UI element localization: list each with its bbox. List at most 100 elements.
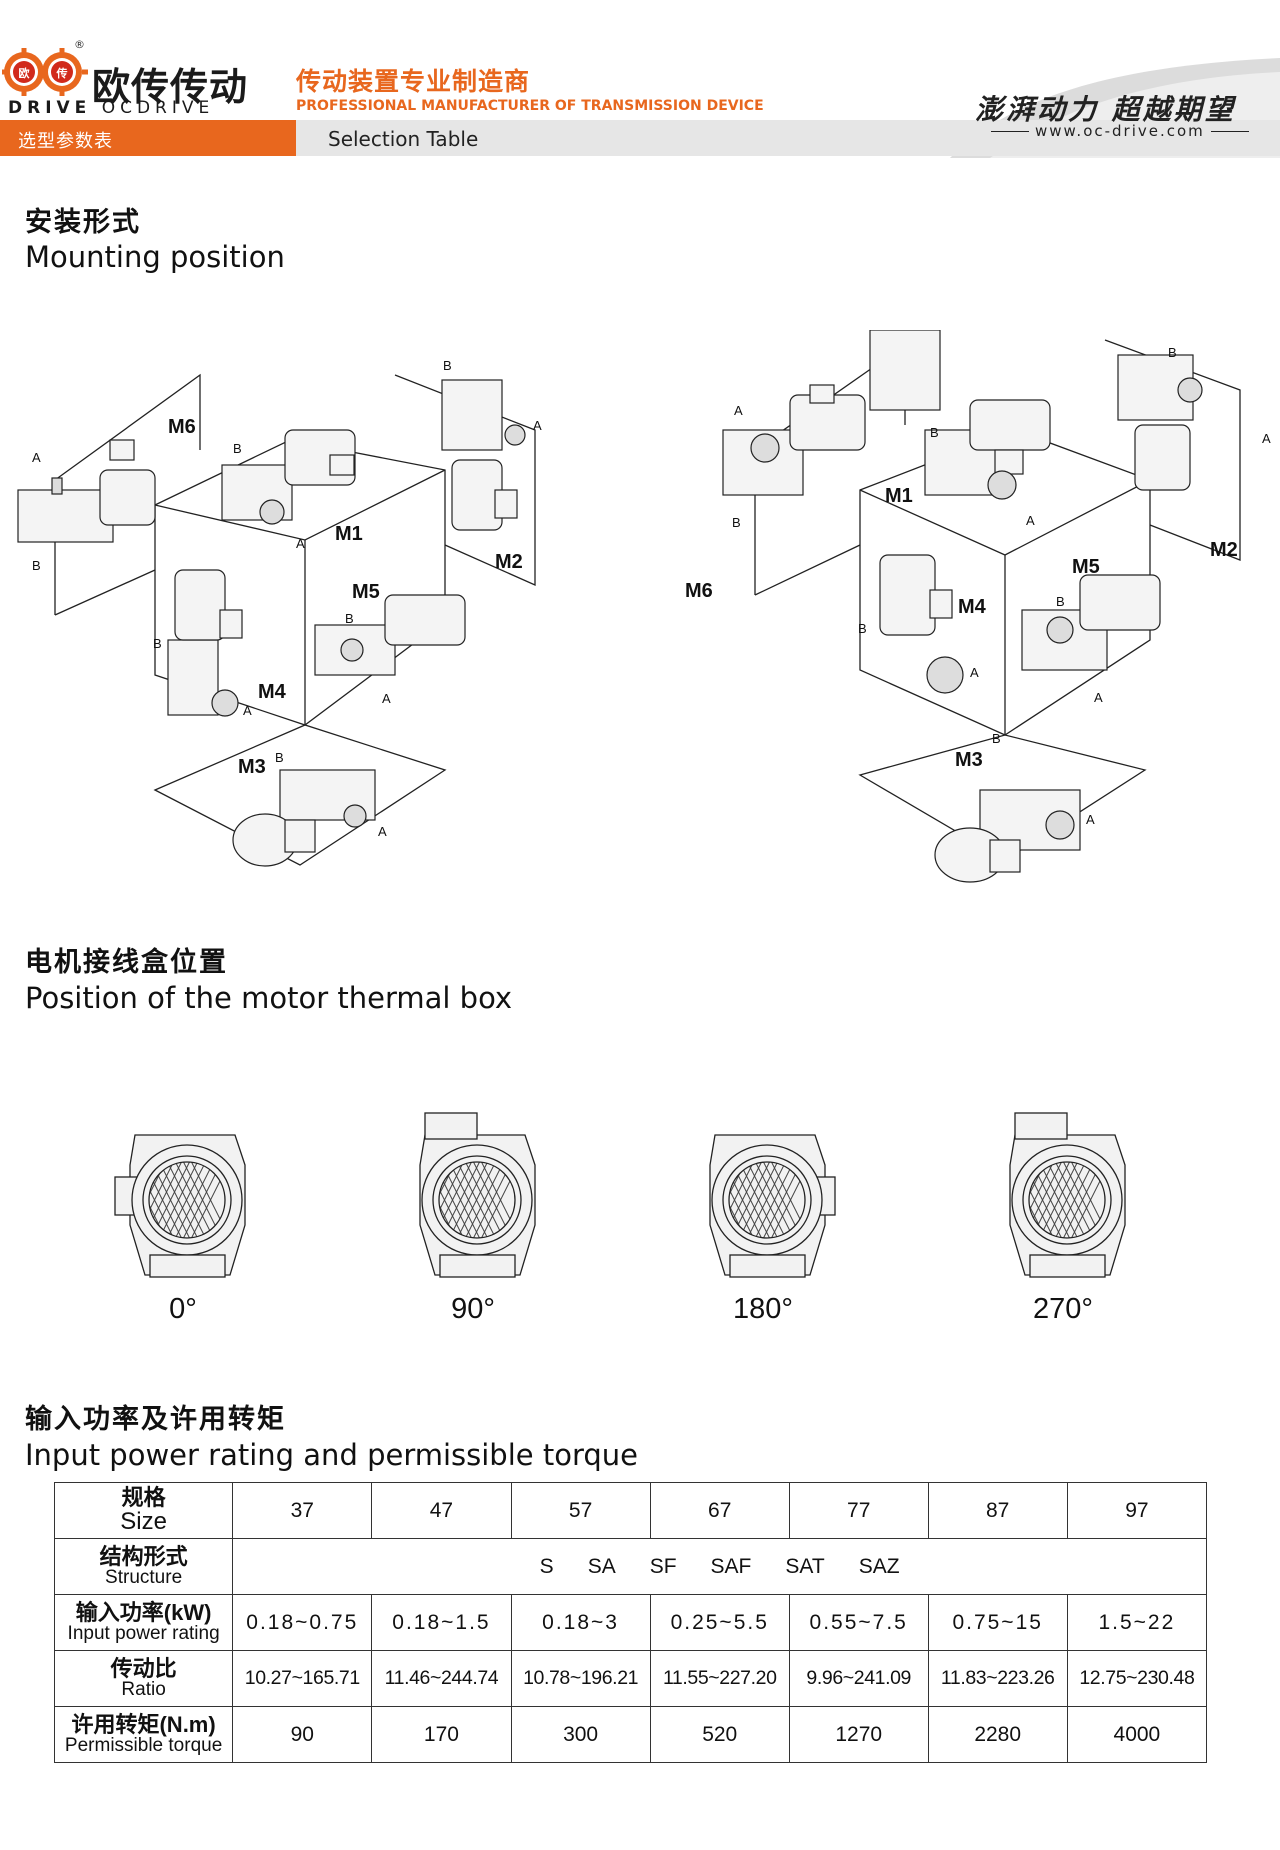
label-b-m4-right: B bbox=[858, 621, 867, 636]
section-tab: 选型参数表 bbox=[0, 120, 296, 156]
label-b-m4-left: B bbox=[153, 636, 162, 651]
structure-type: SA bbox=[587, 1554, 616, 1578]
ratio-header-cn: 传动比 bbox=[110, 1655, 177, 1681]
ratio-cell: 12.75~230.48 bbox=[1066, 1650, 1208, 1707]
size-cell: 87 bbox=[927, 1482, 1068, 1539]
logo-badge-left: 欧 bbox=[19, 66, 30, 80]
motor-end-view-icon bbox=[419, 1112, 536, 1278]
label-a-m6-right: A bbox=[734, 403, 743, 418]
label-a-m1-left: A bbox=[296, 536, 305, 551]
terminal-box-figure bbox=[395, 1105, 555, 1305]
torque-row-header: 许用转矩(N.m)Permissible torque bbox=[53, 1706, 234, 1763]
torque-cell: 4000 bbox=[1066, 1706, 1208, 1763]
label-m2-left: M2 bbox=[495, 551, 523, 573]
motor-end-view-icon bbox=[1009, 1112, 1126, 1278]
mounting-diagram-right: M6 M1 M2 M5 M4 M3 A B B A B A B A B A B … bbox=[685, 330, 1271, 883]
ratio-cell: 9.96~241.09 bbox=[788, 1650, 929, 1707]
terminal-box-figure bbox=[985, 1105, 1145, 1305]
structure-type: SAF bbox=[710, 1554, 752, 1578]
label-a-m5-right: A bbox=[1094, 690, 1103, 705]
size-header-cn: 规格 bbox=[121, 1485, 166, 1511]
label-m4-left: M4 bbox=[258, 681, 287, 703]
label-m1-right: M1 bbox=[885, 485, 913, 507]
label-a-m2-right: A bbox=[1262, 431, 1271, 446]
structure-type: SAZ bbox=[858, 1554, 900, 1578]
label-m3-left: M3 bbox=[238, 756, 266, 778]
logo-english-name: DRIVE OCDRIVE bbox=[8, 98, 214, 118]
label-m1-left: M1 bbox=[335, 523, 363, 545]
ratio-cell: 11.46~244.74 bbox=[371, 1650, 512, 1707]
gear-logo-icon: 欧 传 bbox=[2, 48, 88, 96]
terminal-box-angle-label: 180° bbox=[733, 1293, 793, 1325]
company-website: www.oc-drive.com bbox=[985, 122, 1255, 140]
label-b-m3-right: B bbox=[992, 731, 1001, 746]
label-b-m3-left: B bbox=[275, 750, 284, 765]
input-power-cell: 0.75~15 bbox=[927, 1594, 1068, 1651]
torque-cell: 300 bbox=[510, 1706, 651, 1763]
structure-header-en: Structure bbox=[105, 1567, 183, 1589]
terminal-box-figure bbox=[685, 1105, 845, 1305]
input-power-row: 输入功率(kW)Input power rating 0.18~0.75 0.1… bbox=[53, 1594, 1208, 1651]
input-power-cell: 0.18~3 bbox=[510, 1594, 651, 1651]
ratio-cell: 10.78~196.21 bbox=[510, 1650, 651, 1707]
input-power-header-en: Input power rating bbox=[67, 1623, 220, 1645]
size-cell: 97 bbox=[1066, 1482, 1208, 1539]
company-slogan: 澎湃动力 超越期望 bbox=[975, 93, 1236, 126]
torque-cell: 170 bbox=[371, 1706, 512, 1763]
motor-end-view-icon bbox=[114, 1134, 246, 1278]
torque-cell: 1270 bbox=[788, 1706, 929, 1763]
label-m3-right: M3 bbox=[955, 749, 983, 771]
label-b-m1-left: B bbox=[233, 441, 242, 456]
input-power-header-cn: 输入功率(kW) bbox=[75, 1599, 212, 1625]
size-cell: 47 bbox=[371, 1482, 512, 1539]
ratio-cell: 11.83~223.26 bbox=[927, 1650, 1068, 1707]
section-tab-label: 选型参数表 bbox=[18, 131, 113, 152]
power-title-en: Input power rating and permissible torqu… bbox=[25, 1438, 638, 1472]
torque-cell: 2280 bbox=[927, 1706, 1068, 1763]
label-a-m4-right: A bbox=[970, 665, 979, 680]
logo-ocdrive-word: OCDRIVE bbox=[101, 98, 215, 118]
tagline-chinese: 传动装置专业制造商 bbox=[296, 67, 531, 96]
label-m4-right: M4 bbox=[958, 596, 987, 618]
mounting-title-en: Mounting position bbox=[25, 240, 285, 274]
terminal-box-title-en: Position of the motor thermal box bbox=[25, 981, 513, 1015]
label-a-m3-right: A bbox=[1086, 812, 1095, 827]
structure-type: SF bbox=[649, 1554, 677, 1578]
structure-type: SAT bbox=[785, 1554, 825, 1578]
torque-cell: 90 bbox=[232, 1706, 373, 1763]
size-cell: 57 bbox=[510, 1482, 651, 1539]
label-a-m6-left: A bbox=[32, 450, 41, 465]
structure-header-cn: 结构形式 bbox=[99, 1543, 188, 1569]
input-power-row-header: 输入功率(kW)Input power rating bbox=[53, 1594, 234, 1651]
size-cell: 37 bbox=[232, 1482, 373, 1539]
logo-chinese-name: 欧传传动 bbox=[92, 65, 249, 109]
label-a-m4-left: A bbox=[243, 703, 252, 718]
mounting-title-cn: 安装形式 bbox=[25, 207, 141, 238]
terminal-box-angle-label: 0° bbox=[169, 1293, 197, 1325]
label-a-m5-left: A bbox=[382, 691, 391, 706]
input-power-cell: 1.5~22 bbox=[1066, 1594, 1208, 1651]
ratio-cell: 10.27~165.71 bbox=[232, 1650, 373, 1707]
mounting-diagram-left: M6 M1 M2 M5 M4 M3 A B B A B A B A B A B … bbox=[17, 358, 542, 867]
size-cell: 77 bbox=[788, 1482, 929, 1539]
label-a-m2-left: A bbox=[533, 418, 542, 433]
registered-mark: ® bbox=[74, 38, 85, 51]
terminal-box-title-cn: 电机接线盒位置 bbox=[25, 947, 228, 978]
label-m5-left: M5 bbox=[352, 581, 380, 603]
torque-row: 许用转矩(N.m)Permissible torque 90 170 300 5… bbox=[53, 1706, 1208, 1763]
ratio-header-en: Ratio bbox=[121, 1679, 166, 1701]
label-m2-right: M2 bbox=[1210, 539, 1238, 561]
label-b-m5-left: B bbox=[345, 611, 354, 626]
size-cell: 67 bbox=[649, 1482, 790, 1539]
logo-drive-word: DRIVE bbox=[8, 98, 92, 118]
size-header-en: Size bbox=[120, 1508, 167, 1536]
terminal-box-angle-label: 270° bbox=[1033, 1293, 1093, 1325]
label-b-m1-right: B bbox=[930, 425, 939, 440]
selection-table-label: Selection Table bbox=[328, 127, 479, 151]
